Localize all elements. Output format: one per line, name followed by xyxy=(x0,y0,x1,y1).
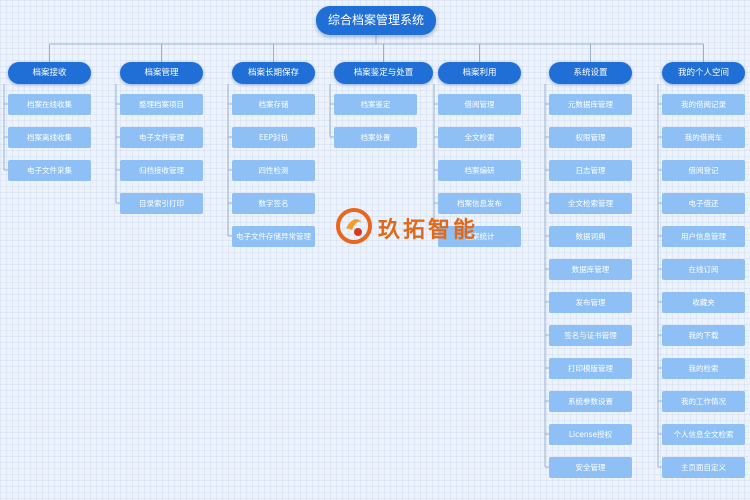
module-item: 我的检索 xyxy=(662,358,745,379)
module-item: 电子文件管理 xyxy=(120,127,203,148)
module-item: 归档接收管理 xyxy=(120,160,203,181)
module-item: 借阅登记 xyxy=(662,160,745,181)
module-item: 电子文件采集 xyxy=(8,160,91,181)
module-item: 用户信息管理 xyxy=(662,226,745,247)
module-item: 档案离线收集 xyxy=(8,127,91,148)
module-item: 元数据库管理 xyxy=(549,94,632,115)
module-item: 四性检测 xyxy=(232,160,315,181)
module-item: 发布管理 xyxy=(549,292,632,313)
module-item: 日志管理 xyxy=(549,160,632,181)
module-item: EEP封包 xyxy=(232,127,315,148)
watermark-logo: 玖拓智能 xyxy=(336,206,496,246)
module-item: 我的借阅车 xyxy=(662,127,745,148)
root-title-node: 综合档案管理系统 xyxy=(316,6,436,35)
module-item: 数据库管理 xyxy=(549,259,632,280)
module-item: 档案统计 xyxy=(438,226,521,247)
module-item: 数字签名 xyxy=(232,193,315,214)
module-item: 档案鉴定 xyxy=(334,94,417,115)
module-item: 权限管理 xyxy=(549,127,632,148)
module-item: 收藏夹 xyxy=(662,292,745,313)
module-item: 整理档案项目 xyxy=(120,94,203,115)
module-item: 档案处置 xyxy=(334,127,417,148)
column-header: 档案鉴定与处置 xyxy=(334,62,433,84)
column-header: 系统设置 xyxy=(549,62,632,84)
module-item: 打印模版管理 xyxy=(549,358,632,379)
module-item: 借阅管理 xyxy=(438,94,521,115)
watermark-text: 玖拓智能 xyxy=(378,218,479,243)
module-item: 电子文件存储异常管理 xyxy=(232,226,315,247)
module-item: 签名与证书管理 xyxy=(549,325,632,346)
module-item: 全文检索 xyxy=(438,127,521,148)
module-item: 我的下载 xyxy=(662,325,745,346)
module-item: 系统参数设置 xyxy=(549,391,632,412)
module-item: 我的工作情况 xyxy=(662,391,745,412)
column-header: 档案利用 xyxy=(438,62,521,84)
module-item: 主页面自定义 xyxy=(662,457,745,478)
module-item: 档案编研 xyxy=(438,160,521,181)
module-item: 档案信息发布 xyxy=(438,193,521,214)
module-item: 电子借还 xyxy=(662,193,745,214)
module-item: 在线订阅 xyxy=(662,259,745,280)
module-item: 数据词典 xyxy=(549,226,632,247)
module-item: 全文检索管理 xyxy=(549,193,632,214)
module-item: 个人信息全文检索 xyxy=(662,424,745,445)
column-header: 档案长期保存 xyxy=(232,62,315,84)
column-header: 档案管理 xyxy=(120,62,203,84)
module-item: 档案在线收集 xyxy=(8,94,91,115)
module-item: 目录索引打印 xyxy=(120,193,203,214)
module-item: License授权 xyxy=(549,424,632,445)
module-item: 安全管理 xyxy=(549,457,632,478)
column-header: 档案接收 xyxy=(8,62,91,84)
module-item: 档案存储 xyxy=(232,94,315,115)
brand-logo-icon xyxy=(336,208,372,244)
module-item: 我的借阅记录 xyxy=(662,94,745,115)
column-header: 我的个人空间 xyxy=(662,62,745,84)
